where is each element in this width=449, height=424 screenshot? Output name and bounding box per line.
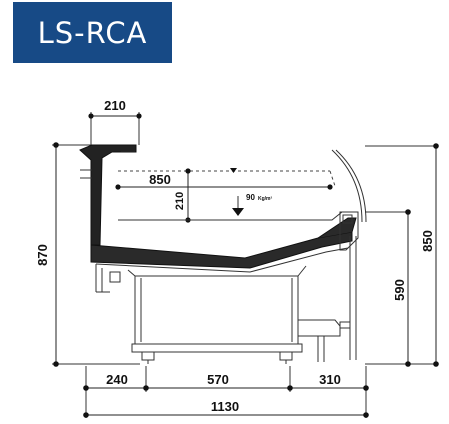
dim-base-right: 310 <box>319 372 341 387</box>
front-glass <box>331 149 363 223</box>
display-case <box>79 144 367 364</box>
load-unit: Kg/m² <box>258 196 273 202</box>
dim-top-depth: 210 <box>104 98 126 113</box>
foot-right <box>279 351 293 361</box>
front-unit <box>339 211 359 251</box>
tub-wall <box>90 231 353 269</box>
dim-base-middle: 570 <box>207 372 229 387</box>
load-arrow-icon <box>232 208 244 216</box>
level-marker <box>230 168 237 173</box>
dim-shelf-height: 210 <box>174 192 186 210</box>
dim-total-width: 1130 <box>211 399 239 414</box>
foot-left <box>141 351 155 361</box>
dim-shelf-depth: 850 <box>149 172 171 187</box>
top-canopy <box>79 144 137 246</box>
dim-rear-height: 590 <box>392 279 407 301</box>
load-value: 90 <box>246 193 255 202</box>
dimension-lines <box>53 113 439 418</box>
dim-front-height: 850 <box>420 230 435 252</box>
cabinet-base <box>134 275 299 345</box>
display-shelf <box>118 211 350 221</box>
model-name: LS-RCA <box>37 15 148 50</box>
base-rail <box>131 343 303 353</box>
dim-base-left: 240 <box>106 372 128 387</box>
model-badge: LS-RCA <box>13 2 172 63</box>
dim-total-height: 870 <box>35 244 50 266</box>
